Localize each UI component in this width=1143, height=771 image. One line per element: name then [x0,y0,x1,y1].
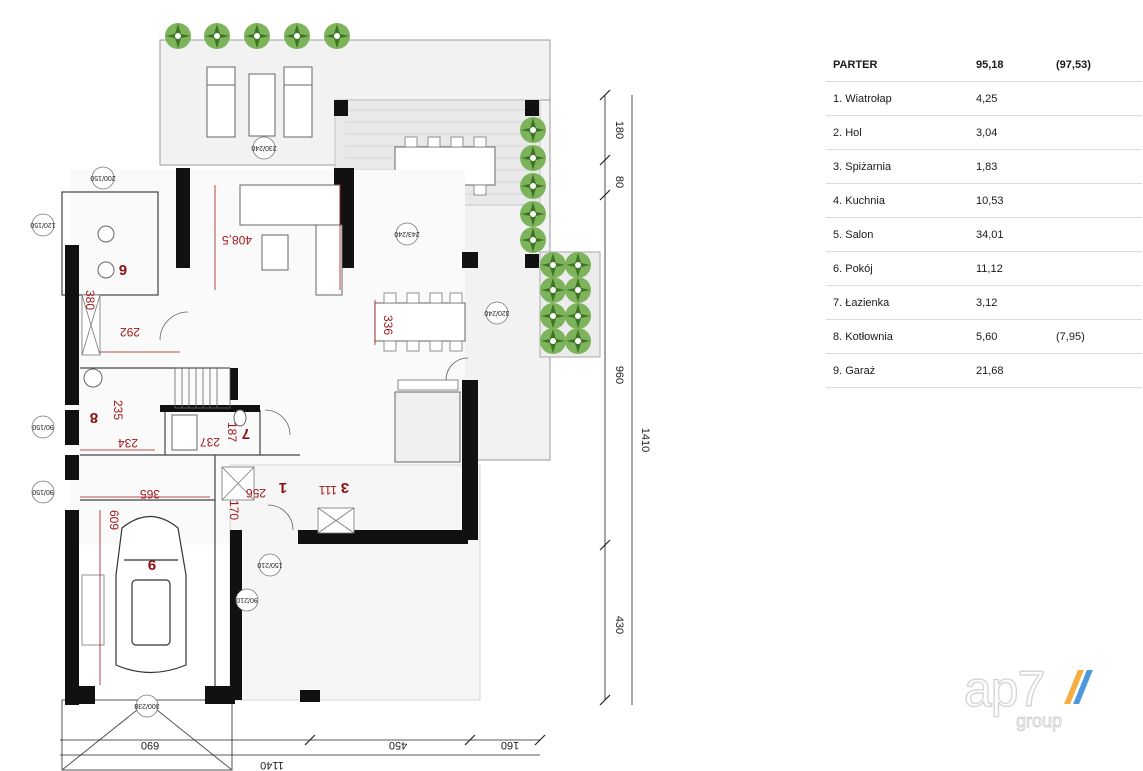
dim-wiatrolap: 170 [227,500,241,520]
dim-bottom-450: 450 [389,739,407,751]
room-area-extra [1049,217,1142,252]
room-area: 34,01 [969,217,1049,252]
floor-area: 95,18 [969,48,1049,82]
dim-garage-height: 609 [107,510,121,530]
room-area-extra [1049,81,1142,116]
room-number-1: 1 [279,479,287,496]
room-name: 9. Garaż [826,353,969,388]
kitchen-island [394,379,461,463]
opening-tag-entry-door: 150/210 [257,561,282,568]
room-area-extra [1049,115,1142,150]
floor-plan-drawing: 6 292 380 408,5 336 8 235 234 237 187 7 … [30,23,651,771]
dim-pokoj-width: 292 [120,325,140,339]
room-name: 4. Kuchnia [826,183,969,218]
room-name: 5. Salon [826,217,969,252]
room-area-extra [1049,285,1142,320]
room-number-6: 6 [119,261,127,278]
hedge-right [520,117,546,253]
room-area-extra [1049,183,1142,218]
dim-salon: 408,5 [222,233,252,247]
dim-right-430: 430 [613,616,625,634]
opening-tag-terrace: 243/240 [394,230,419,237]
car-icon [115,516,187,674]
dim-kotlownia-width: 234 [118,436,138,450]
room-area: 1,83 [969,149,1049,184]
garden-loungers [206,66,313,138]
floor-name: PARTER [826,48,969,82]
opening-tag-kotlownia: 90/150 [32,423,54,430]
logo-sub: group [1016,711,1063,731]
dim-right-960: 960 [613,366,625,384]
stairs [174,367,231,409]
room-name: 3. Spiżarnia [826,149,969,184]
room-area: 11,12 [969,251,1049,286]
room-name: 7. Łazienka [826,285,969,320]
opening-tag-window-right: 320/240 [484,309,509,316]
room-number-9: 9 [148,556,156,573]
opening-tag-garage-door: 90/210 [236,596,258,603]
room-name: 8. Kotłownia [826,319,969,354]
room-area-extra [1049,251,1142,286]
opening-tag-garage-window: 90/150 [32,488,54,495]
wardrobes [81,294,355,646]
dim-kitchen: 336 [381,315,395,335]
dim-hol: 256 [246,486,266,500]
room-name: 1. Wiatrołap [826,81,969,116]
room-area: 21,68 [969,353,1049,388]
room-area: 4,25 [969,81,1049,116]
garage-apron [61,699,233,771]
opening-tag-left: 120/150 [30,221,55,228]
dim-bottom-160: 160 [501,739,519,751]
room-number-8: 8 [90,409,98,426]
brand-logo: ap7 group [963,661,1104,736]
area-table-header: PARTER 95,18 (97,53) [826,48,1142,82]
floor-area-extra: (97,53) [1049,48,1142,82]
room-area-extra [1049,149,1142,184]
dim-kotlownia-height: 235 [111,400,125,420]
room-area: 3,12 [969,285,1049,320]
dim-pokoj-height: 380 [83,290,97,310]
dim-garage-width: 365 [140,487,160,501]
dim-total-width: 1140 [260,759,284,771]
dim-bath-height: 187 [225,422,239,442]
room-number-3: 3 [341,479,349,496]
opening-tag-upper-left: 200/150 [90,174,115,181]
dim-spizarnia: 111 [319,483,338,497]
dim-right-80: 80 [613,176,625,188]
room-area-extra [1049,353,1142,388]
room-name: 2. Hol [826,115,969,150]
entry-porch [229,464,481,701]
sofa-set [239,184,343,296]
opening-tag-top: 230/240 [251,144,276,151]
logo-brand: ap7 [963,661,1046,717]
dim-right-180: 180 [613,121,625,139]
bath-fixtures [83,225,247,451]
room-number-7: 7 [242,425,250,442]
room-area-extra: (7,95) [1049,319,1142,354]
dim-bath-width: 237 [200,435,220,449]
room-area: 10,53 [969,183,1049,218]
dim-total-height: 1410 [639,428,651,452]
room-area: 5,60 [969,319,1049,354]
room-area: 3,04 [969,115,1049,150]
room-name: 6. Pokój [826,251,969,286]
dim-bottom-690: 690 [141,739,159,751]
opening-tag-garage-gate: 300/238 [134,702,159,709]
